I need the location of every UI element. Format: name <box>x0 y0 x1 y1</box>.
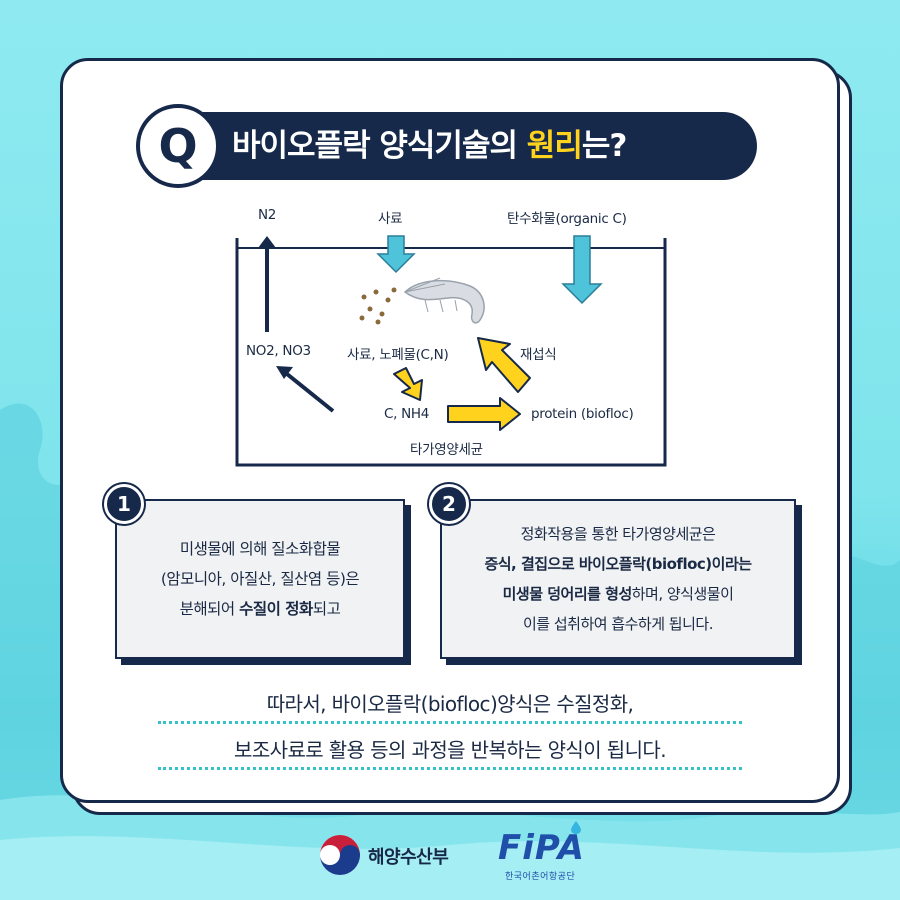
label-heterotroph: 타가영양세균 <box>410 442 483 458</box>
box1-line3-bold: 수질이 정화 <box>239 600 313 618</box>
box1-line3-pre: 분해되어 <box>179 600 240 618</box>
label-protein: protein (biofloc) <box>531 406 634 422</box>
feed-down-arrow <box>376 235 416 274</box>
title-main: 바이오플락 양식기술의 <box>232 128 527 164</box>
info-box-1: 미생물에 의해 질소화합물 (암모니아, 아질산, 질산염 등)은 분해되어 수… <box>115 499 405 659</box>
nh4-to-protein-arrow <box>447 397 521 431</box>
info-box-2: 정화작용을 통한 타가영양세균은 증식, 결집으로 바이오플락(biofloc)… <box>440 499 796 659</box>
box2-line4: 이를 섭취하여 흡수하게 됩니다. <box>523 615 713 633</box>
tank-outline <box>235 238 667 467</box>
water-drop-icon <box>571 821 581 834</box>
box2-line2: 증식, 결집으로 바이오플락(biofloc)이라는 <box>484 549 752 579</box>
taegeuk-logo-icon <box>320 835 360 875</box>
fipa-logo: FiPA <box>498 828 585 868</box>
label-feed-waste: 사료, 노폐물(C,N) <box>347 347 449 363</box>
box1-line3: 분해되어 수질이 정화되고 <box>180 594 341 624</box>
box2-line3-bold: 미생물 덩어리를 형성 <box>502 585 633 603</box>
summary-line-1: 따라서, 바이오플락(biofloc)양식은 수질정화, <box>266 692 634 716</box>
label-c-nh4: C, NH4 <box>384 406 430 422</box>
box2-number: 2 <box>442 492 456 516</box>
summary-line-2: 보조사료로 활용 등의 과정을 반복하는 양식이 됩니다. <box>234 738 667 762</box>
box1-line1: 미생물에 의해 질소화합물 <box>179 540 341 558</box>
shrimp-icon <box>403 277 485 324</box>
q-badge: Q <box>136 104 220 188</box>
label-reuptake: 재섭식 <box>520 347 557 363</box>
box2-number-badge: 2 <box>429 484 469 524</box>
box1-number-badge: 1 <box>104 484 144 524</box>
box2-line1: 정화작용을 통한 타가영양세균은 <box>520 525 716 543</box>
to-no2-arrow <box>276 366 335 413</box>
box2-line3-post: 하며, 양식생물이 <box>631 585 734 603</box>
fipa-subtitle: 한국어촌어항공단 <box>505 872 576 882</box>
carbohydrate-down-arrow <box>561 235 603 305</box>
ministry-name: 해양수산부 <box>368 847 449 868</box>
label-no2-no3: NO2, NO3 <box>246 343 311 359</box>
summary-divider-2 <box>158 767 742 770</box>
page-title: 바이오플락 양식기술의 원리는? <box>232 124 628 168</box>
title-suffix: 는? <box>581 128 628 164</box>
title-banner <box>145 112 757 180</box>
title-highlight: 원리 <box>526 128 583 164</box>
summary-divider-1 <box>158 721 742 724</box>
box1-line3-post: 되고 <box>312 600 341 618</box>
box1-number: 1 <box>117 492 131 516</box>
label-feed: 사료 <box>378 211 403 227</box>
label-n2: N2 <box>258 207 277 223</box>
q-letter: Q <box>158 119 198 173</box>
box2-line2-bold: 증식, 결집으로 바이오플락(biofloc)이라는 <box>484 555 752 573</box>
waste-to-nh4-arrow <box>393 367 423 401</box>
box2-line3: 미생물 덩어리를 형성하며, 양식생물이 <box>503 579 734 609</box>
reuptake-arrow <box>477 337 531 393</box>
box1-line2: (암모니아, 아질산, 질산염 등)은 <box>160 570 360 588</box>
feed-pellets-icon <box>359 287 397 325</box>
label-carbohydrate: 탄수화물(organic C) <box>507 211 627 227</box>
n2-up-arrow <box>258 236 276 332</box>
